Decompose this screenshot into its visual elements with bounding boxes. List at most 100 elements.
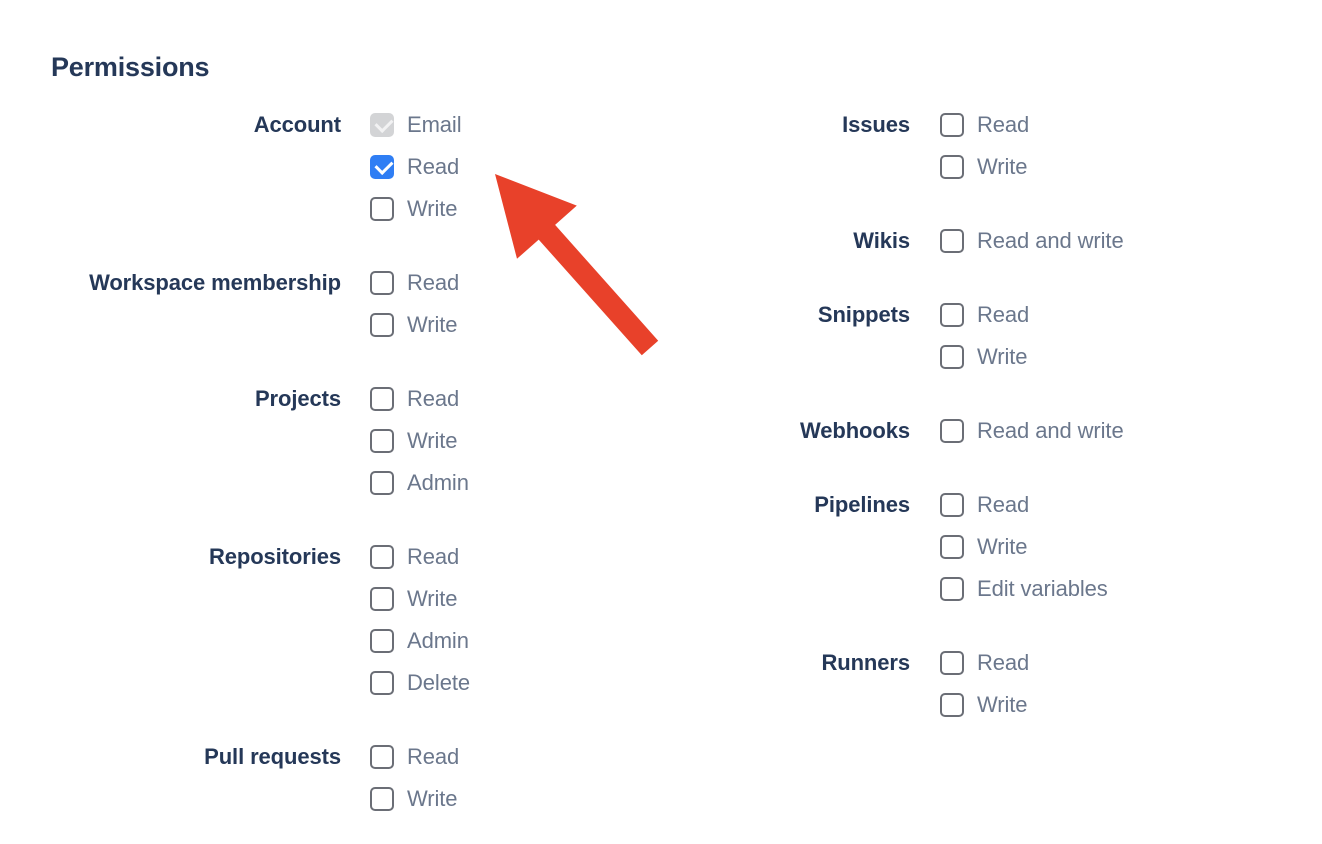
permission-option-row[interactable]: Write [940,526,1220,568]
checkbox-unchecked-icon[interactable] [940,303,964,327]
permission-option-label: Read and write [977,418,1124,443]
permission-option-label: Read and write [977,228,1124,253]
permission-option-label: Write [407,196,458,221]
checkbox-unchecked-icon[interactable] [370,429,394,453]
permission-group-label: Projects [254,386,341,411]
permission-option-label: Email [407,112,462,137]
checkbox-unchecked-icon[interactable] [940,155,964,179]
checkbox-unchecked-icon[interactable] [370,787,394,811]
permission-option-row[interactable]: Write [370,420,560,462]
permission-option-label: Read [977,650,1030,675]
permission-group-label: Runners [821,650,910,675]
permission-option-row[interactable]: Admin [370,462,560,504]
permission-option-row[interactable]: Read [370,736,560,778]
permission-option-label: Delete [407,670,470,695]
permission-option-row[interactable]: Write [940,146,1220,188]
permission-option-label: Write [407,312,458,337]
permission-option-row[interactable]: Edit variables [940,568,1220,610]
permission-group-label: Workspace membership [89,270,341,295]
permission-option-label: Read [407,544,460,569]
checkbox-checked-icon[interactable] [370,155,394,179]
permission-option-label: Write [407,786,458,811]
checkbox-unchecked-icon[interactable] [940,493,964,517]
checkbox-unchecked-icon[interactable] [370,313,394,337]
permission-option-label: Read [977,112,1030,137]
checkbox-unchecked-icon[interactable] [370,471,394,495]
permission-option-label: Read [407,744,460,769]
checkbox-unchecked-icon[interactable] [940,345,964,369]
checkbox-unchecked-icon[interactable] [370,387,394,411]
checkbox-unchecked-icon[interactable] [370,745,394,769]
permission-option-row[interactable]: Write [940,336,1220,378]
permission-option-label: Admin [407,470,469,495]
permission-option-row[interactable]: Admin [370,620,560,662]
permission-option-list: Read and write [910,220,1220,262]
checkbox-unchecked-icon[interactable] [940,693,964,717]
permission-option-row[interactable]: Read [370,378,560,420]
checkbox-unchecked-icon[interactable] [370,629,394,653]
checkbox-unchecked-icon[interactable] [370,671,394,695]
permission-option-label: Read [977,302,1030,327]
permission-group: Wikis Read and write [600,220,1220,262]
permission-option-row[interactable]: Read and write [940,410,1220,452]
checkbox-unchecked-icon[interactable] [940,651,964,675]
permission-option-row[interactable]: Write [370,304,560,346]
permission-option-row[interactable]: Write [370,188,560,230]
checkbox-unchecked-icon[interactable] [940,419,964,443]
permission-group-label: Wikis [853,228,910,253]
checkbox-unchecked-icon[interactable] [940,577,964,601]
permission-option-row[interactable]: Delete [370,662,560,704]
permission-group: Webhooks Read and write [600,410,1220,452]
checkbox-unchecked-icon[interactable] [940,535,964,559]
permission-option-row[interactable]: Write [370,578,560,620]
permission-group-label: Account [253,112,341,137]
permission-option-label: Read [407,386,460,411]
permission-option-label: Admin [407,628,469,653]
permission-option-row[interactable]: Email [370,104,560,146]
permission-option-label: Write [407,586,458,611]
permission-group-label: Repositories [208,544,341,569]
permission-option-row[interactable]: Read [940,642,1220,684]
checkbox-unchecked-icon[interactable] [370,271,394,295]
permission-option-row[interactable]: Read and write [940,220,1220,262]
checkmark-icon [374,155,394,176]
permission-option-label: Read [977,492,1030,517]
permission-option-row[interactable]: Read [940,104,1220,146]
checkbox-unchecked-icon[interactable] [940,229,964,253]
permission-option-row[interactable]: Read [940,484,1220,526]
permission-option-list: Read and write [910,410,1220,452]
permission-option-row[interactable]: Read [370,536,560,578]
checkbox-unchecked-icon[interactable] [370,545,394,569]
permission-group-label: Issues [842,112,910,137]
permission-option-label: Write [977,344,1028,369]
permission-option-row[interactable]: Write [940,684,1220,726]
permission-option-row[interactable]: Read [370,262,560,304]
checkbox-unchecked-icon[interactable] [940,113,964,137]
permission-group-label: Webhooks [799,418,910,443]
permission-option-row[interactable]: Write [370,778,560,820]
checkmark-icon [374,113,394,134]
permission-option-label: Read [407,270,460,295]
checkbox-unchecked-icon[interactable] [370,197,394,221]
permission-option-label: Write [977,692,1028,717]
page-title: Permissions [51,52,210,82]
permission-option-row[interactable]: Read [940,294,1220,336]
checkbox-unchecked-icon[interactable] [370,587,394,611]
permission-option-row[interactable]: Read [370,146,560,188]
